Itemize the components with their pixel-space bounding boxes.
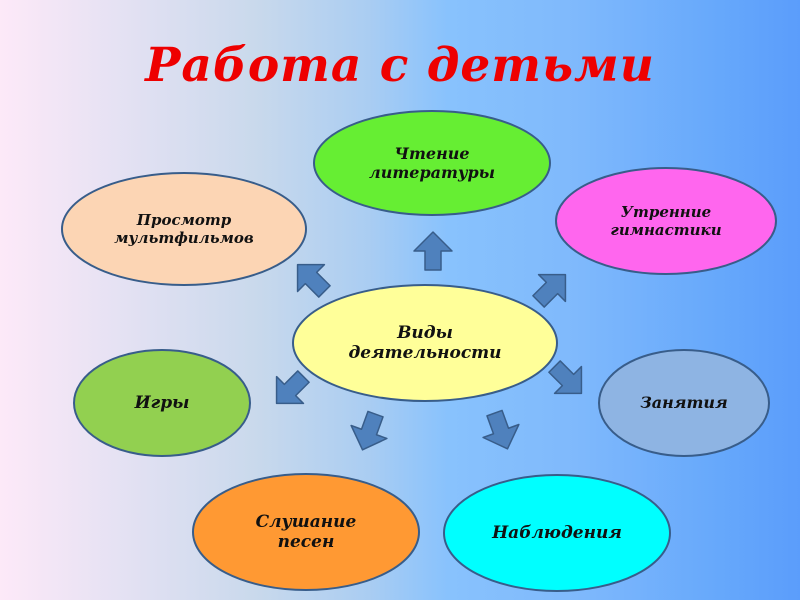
node-label-line: Утренние bbox=[620, 203, 712, 221]
node-label-line: Занятия bbox=[640, 393, 728, 413]
node-observations-label: Наблюдения bbox=[444, 475, 670, 591]
node-games-label: Игры bbox=[74, 350, 250, 456]
arrow-to-observations bbox=[482, 409, 520, 450]
node-label-line: Наблюдения bbox=[492, 522, 622, 543]
node-center-shape bbox=[292, 284, 558, 402]
nodes-group bbox=[61, 110, 777, 592]
node-label-line: гимнастики bbox=[610, 221, 722, 239]
node-label-line: Виды bbox=[397, 322, 453, 343]
node-label-line: Игры bbox=[134, 392, 190, 413]
node-label-line: песен bbox=[277, 532, 335, 552]
arrow-to-listening-songs bbox=[350, 410, 388, 451]
node-label-line: литературы bbox=[369, 163, 495, 182]
arrow-to-lessons bbox=[548, 360, 583, 395]
node-lessons-shape bbox=[598, 349, 770, 457]
arrows-group bbox=[275, 231, 583, 451]
node-games-shape bbox=[73, 349, 251, 457]
node-label-line: Слушание bbox=[255, 511, 357, 532]
arrow-to-reading bbox=[413, 231, 453, 271]
node-label-line: Чтение bbox=[394, 143, 470, 163]
node-morning-exercises-shape bbox=[555, 167, 777, 275]
node-listening-songs-shape bbox=[192, 473, 420, 591]
node-reading-shape bbox=[313, 110, 551, 216]
node-label-line: Просмотр bbox=[136, 211, 232, 229]
arrow-to-cartoons bbox=[296, 263, 331, 298]
node-lessons-label: Занятия bbox=[599, 350, 769, 456]
arrow-to-morning-exercises bbox=[532, 273, 567, 308]
slide-title: Работа с детьми bbox=[145, 38, 655, 93]
arrow-to-games bbox=[275, 370, 310, 405]
node-label-line: мультфильмов bbox=[114, 229, 254, 247]
node-cartoons-shape bbox=[61, 172, 307, 286]
node-label-line: деятельности bbox=[348, 343, 502, 363]
node-observations-shape bbox=[443, 474, 671, 592]
